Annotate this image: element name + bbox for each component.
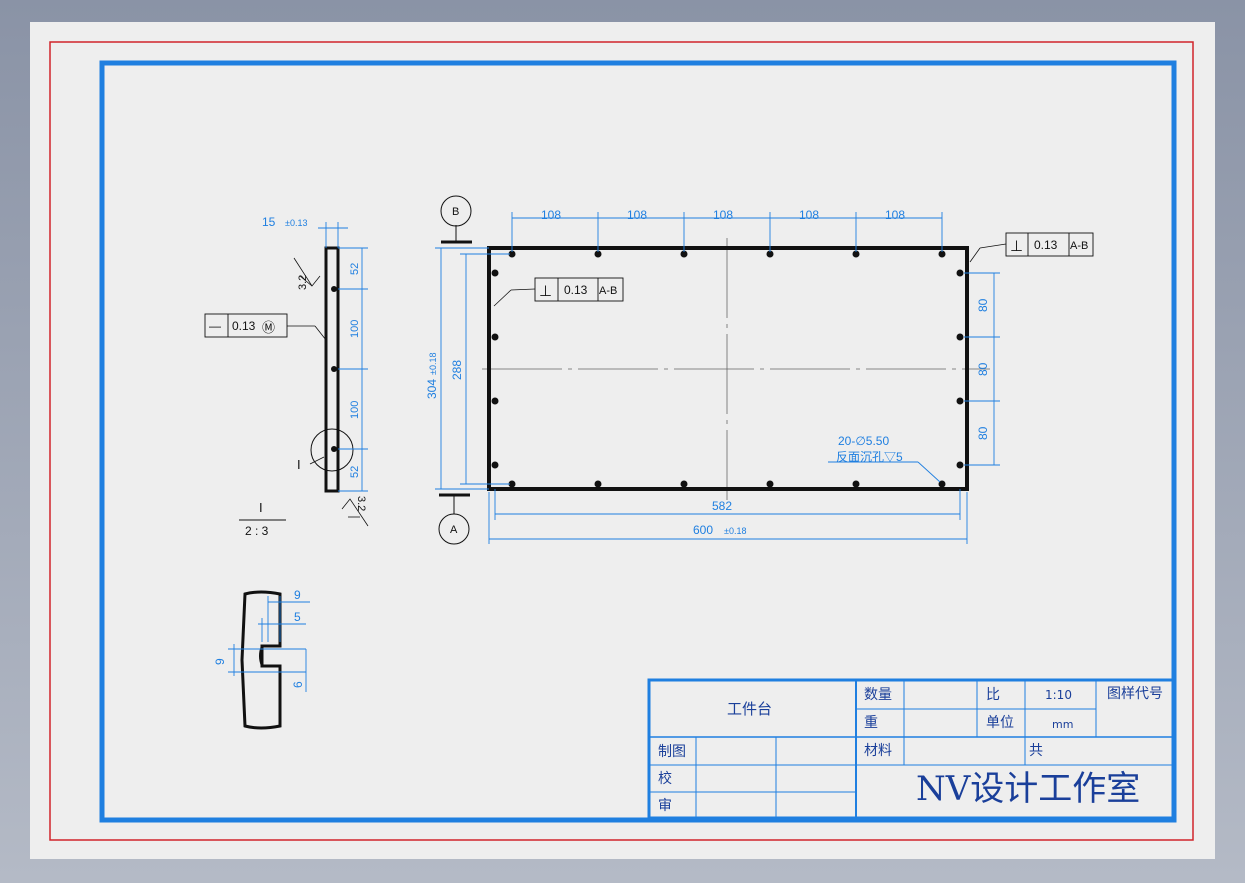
roughness-bottom-value: 3.2 xyxy=(355,496,367,511)
hole-note: 20-∅5.50 反面沉孔▽5 xyxy=(828,434,941,483)
roughness-symbol-top xyxy=(293,257,321,287)
unit-value: mm xyxy=(1052,718,1073,731)
tolerance-frame-right: ⊥ 0.13 A-B xyxy=(969,232,1094,263)
roughness-symbol-bottom xyxy=(341,498,369,527)
detail-scale: 2 : 3 xyxy=(245,524,269,538)
datum-a-label: A xyxy=(450,524,458,536)
company-name: NV设计工作室 xyxy=(916,769,1140,809)
drawn-label: 制图 xyxy=(658,744,686,760)
detail-dim-2: 5 xyxy=(294,610,301,624)
title-block xyxy=(647,678,1176,820)
detail-circle xyxy=(310,428,354,472)
drawing-code-label: 图样代号 xyxy=(1107,686,1163,702)
inner-border xyxy=(99,60,1177,823)
side-plate xyxy=(324,246,340,493)
material-label: 材料 xyxy=(864,743,892,759)
tol-inner-value: 0.13 xyxy=(564,283,588,297)
scale-value: 1:10 xyxy=(1045,688,1072,702)
quantity-label: 数量 xyxy=(864,687,892,703)
right-dim-3: 80 xyxy=(976,426,990,440)
flatness-frame: — 0.13 Ⓜ xyxy=(204,313,327,341)
top-dimension-chain xyxy=(511,212,943,252)
side-dim-4: 52 xyxy=(349,466,361,478)
width-dim: 600 xyxy=(693,523,713,537)
top-dim-2: 108 xyxy=(627,208,647,222)
tolerance-frame-inner: ⊥ 0.13 A-B xyxy=(493,277,624,307)
hole-note-line-2: 反面沉孔▽5 xyxy=(836,450,903,464)
detail-dim-1: 9 xyxy=(294,588,301,602)
unit-label: 单位 xyxy=(986,715,1014,731)
review-label: 审 xyxy=(658,798,672,814)
side-dim-1: 52 xyxy=(349,263,361,275)
flatness-value: 0.13 xyxy=(232,319,256,333)
thickness-dimension xyxy=(318,222,348,248)
side-dim-3: 100 xyxy=(349,401,361,419)
tol-right-datum: A-B xyxy=(1070,240,1088,252)
detail-marker: I xyxy=(297,457,301,472)
side-dimension-chain xyxy=(338,247,368,492)
right-dim-1: 80 xyxy=(976,298,990,312)
datum-a: A xyxy=(438,493,470,545)
plate-outline xyxy=(487,246,969,491)
detail-dimensions xyxy=(228,596,310,692)
tol-inner-symbol: ⊥ xyxy=(539,283,552,300)
flatness-modifier: Ⓜ xyxy=(262,320,275,335)
flatness-symbol: — xyxy=(209,319,221,333)
total-label: 共 xyxy=(1029,743,1043,759)
datum-b-label: B xyxy=(452,206,459,218)
top-dim-3: 108 xyxy=(713,208,733,222)
front-view: 108 108 108 108 108 80 80 80 304 ±0.18 xyxy=(425,195,1094,545)
width-tol: ±0.18 xyxy=(724,526,746,536)
thickness-dim: 15 xyxy=(262,215,276,229)
detail-profile xyxy=(240,590,282,730)
tol-inner-datum: A-B xyxy=(599,285,617,297)
left-height-dimensions xyxy=(435,247,510,490)
outer-border xyxy=(49,41,1194,841)
drawing-sheet: 108 108 108 108 108 80 80 80 304 ±0.18 xyxy=(30,22,1215,859)
roughness-top-value: 3.2 xyxy=(297,275,309,290)
right-dimension-chain xyxy=(964,272,1000,466)
detail-view: I 2 : 3 9 5 9 6 xyxy=(213,500,310,730)
datum-b: B xyxy=(440,195,472,244)
thickness-tol: ±0.13 xyxy=(285,218,307,228)
side-grooves xyxy=(331,286,337,452)
hole-note-line-1: 20-∅5.50 xyxy=(838,434,889,448)
side-dim-2: 100 xyxy=(349,320,361,338)
scale-label: 比 xyxy=(986,687,1000,703)
height-dim: 304 xyxy=(425,379,439,399)
top-dim-4: 108 xyxy=(799,208,819,222)
bottom-dimensions xyxy=(488,489,968,544)
detail-dim-4: 6 xyxy=(291,681,305,688)
inner-width-dim: 582 xyxy=(712,499,732,513)
holes xyxy=(491,250,964,488)
detail-dim-3: 9 xyxy=(213,658,227,665)
tol-right-value: 0.13 xyxy=(1034,238,1058,252)
height-tol: ±0.18 xyxy=(428,353,438,375)
inner-height-dim: 288 xyxy=(450,360,464,380)
top-dim-1: 108 xyxy=(541,208,561,222)
side-view: I 15 ±0.13 52 100 100 52 3.2 xyxy=(204,215,369,527)
top-dim-5: 108 xyxy=(885,208,905,222)
drawing-canvas: 108 108 108 108 108 80 80 80 304 ±0.18 xyxy=(49,41,1194,841)
weight-label: 重 xyxy=(864,715,878,731)
part-name: 工件台 xyxy=(727,700,772,718)
detail-label: I xyxy=(259,500,263,515)
check-label: 校 xyxy=(658,770,672,787)
tol-right-symbol: ⊥ xyxy=(1010,238,1023,255)
right-dim-2: 80 xyxy=(976,362,990,376)
